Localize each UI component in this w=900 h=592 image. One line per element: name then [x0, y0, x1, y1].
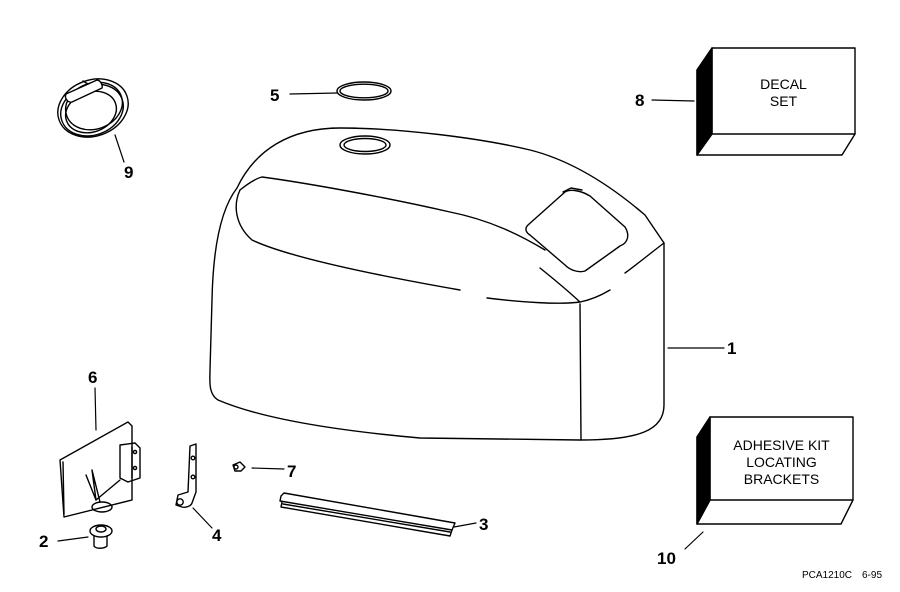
callout-5: 5	[270, 86, 280, 105]
decal-line-1: DECAL	[760, 76, 807, 92]
callout-3: 3	[479, 515, 489, 534]
callout-1: 1	[727, 339, 737, 358]
callout-7: 7	[287, 462, 297, 481]
decal-set-box	[696, 47, 856, 156]
drawing-date: 6-95	[862, 570, 883, 581]
decal-set-label: DECAL SET	[712, 76, 855, 110]
latch-plate-part	[59, 421, 141, 518]
grommet-part	[89, 524, 113, 549]
engine-cover-part	[209, 127, 665, 441]
adhesive-line-1: ADHESIVE KIT	[733, 437, 830, 453]
leader-lines	[57, 92, 725, 550]
cable-part	[57, 78, 129, 138]
adhesive-kit-label: ADHESIVE KIT LOCATING BRACKETS	[710, 437, 853, 488]
screw-part	[232, 461, 246, 472]
adhesive-line-3: BRACKETS	[743, 471, 820, 487]
callout-2: 2	[39, 532, 49, 551]
callout-8: 8	[635, 91, 645, 110]
drawing-code: PCA1210C	[802, 570, 853, 581]
ring-part	[336, 81, 392, 101]
adhesive-line-2: LOCATING	[746, 454, 817, 470]
callout-4: 4	[212, 526, 222, 545]
decal-line-2: SET	[769, 93, 798, 109]
callout-10: 10	[657, 549, 676, 568]
callout-9: 9	[124, 163, 134, 182]
bracket-part	[175, 443, 197, 508]
seal-strip-part	[279, 492, 456, 537]
adhesive-kit-box	[696, 416, 854, 525]
callout-6: 6	[88, 368, 98, 387]
